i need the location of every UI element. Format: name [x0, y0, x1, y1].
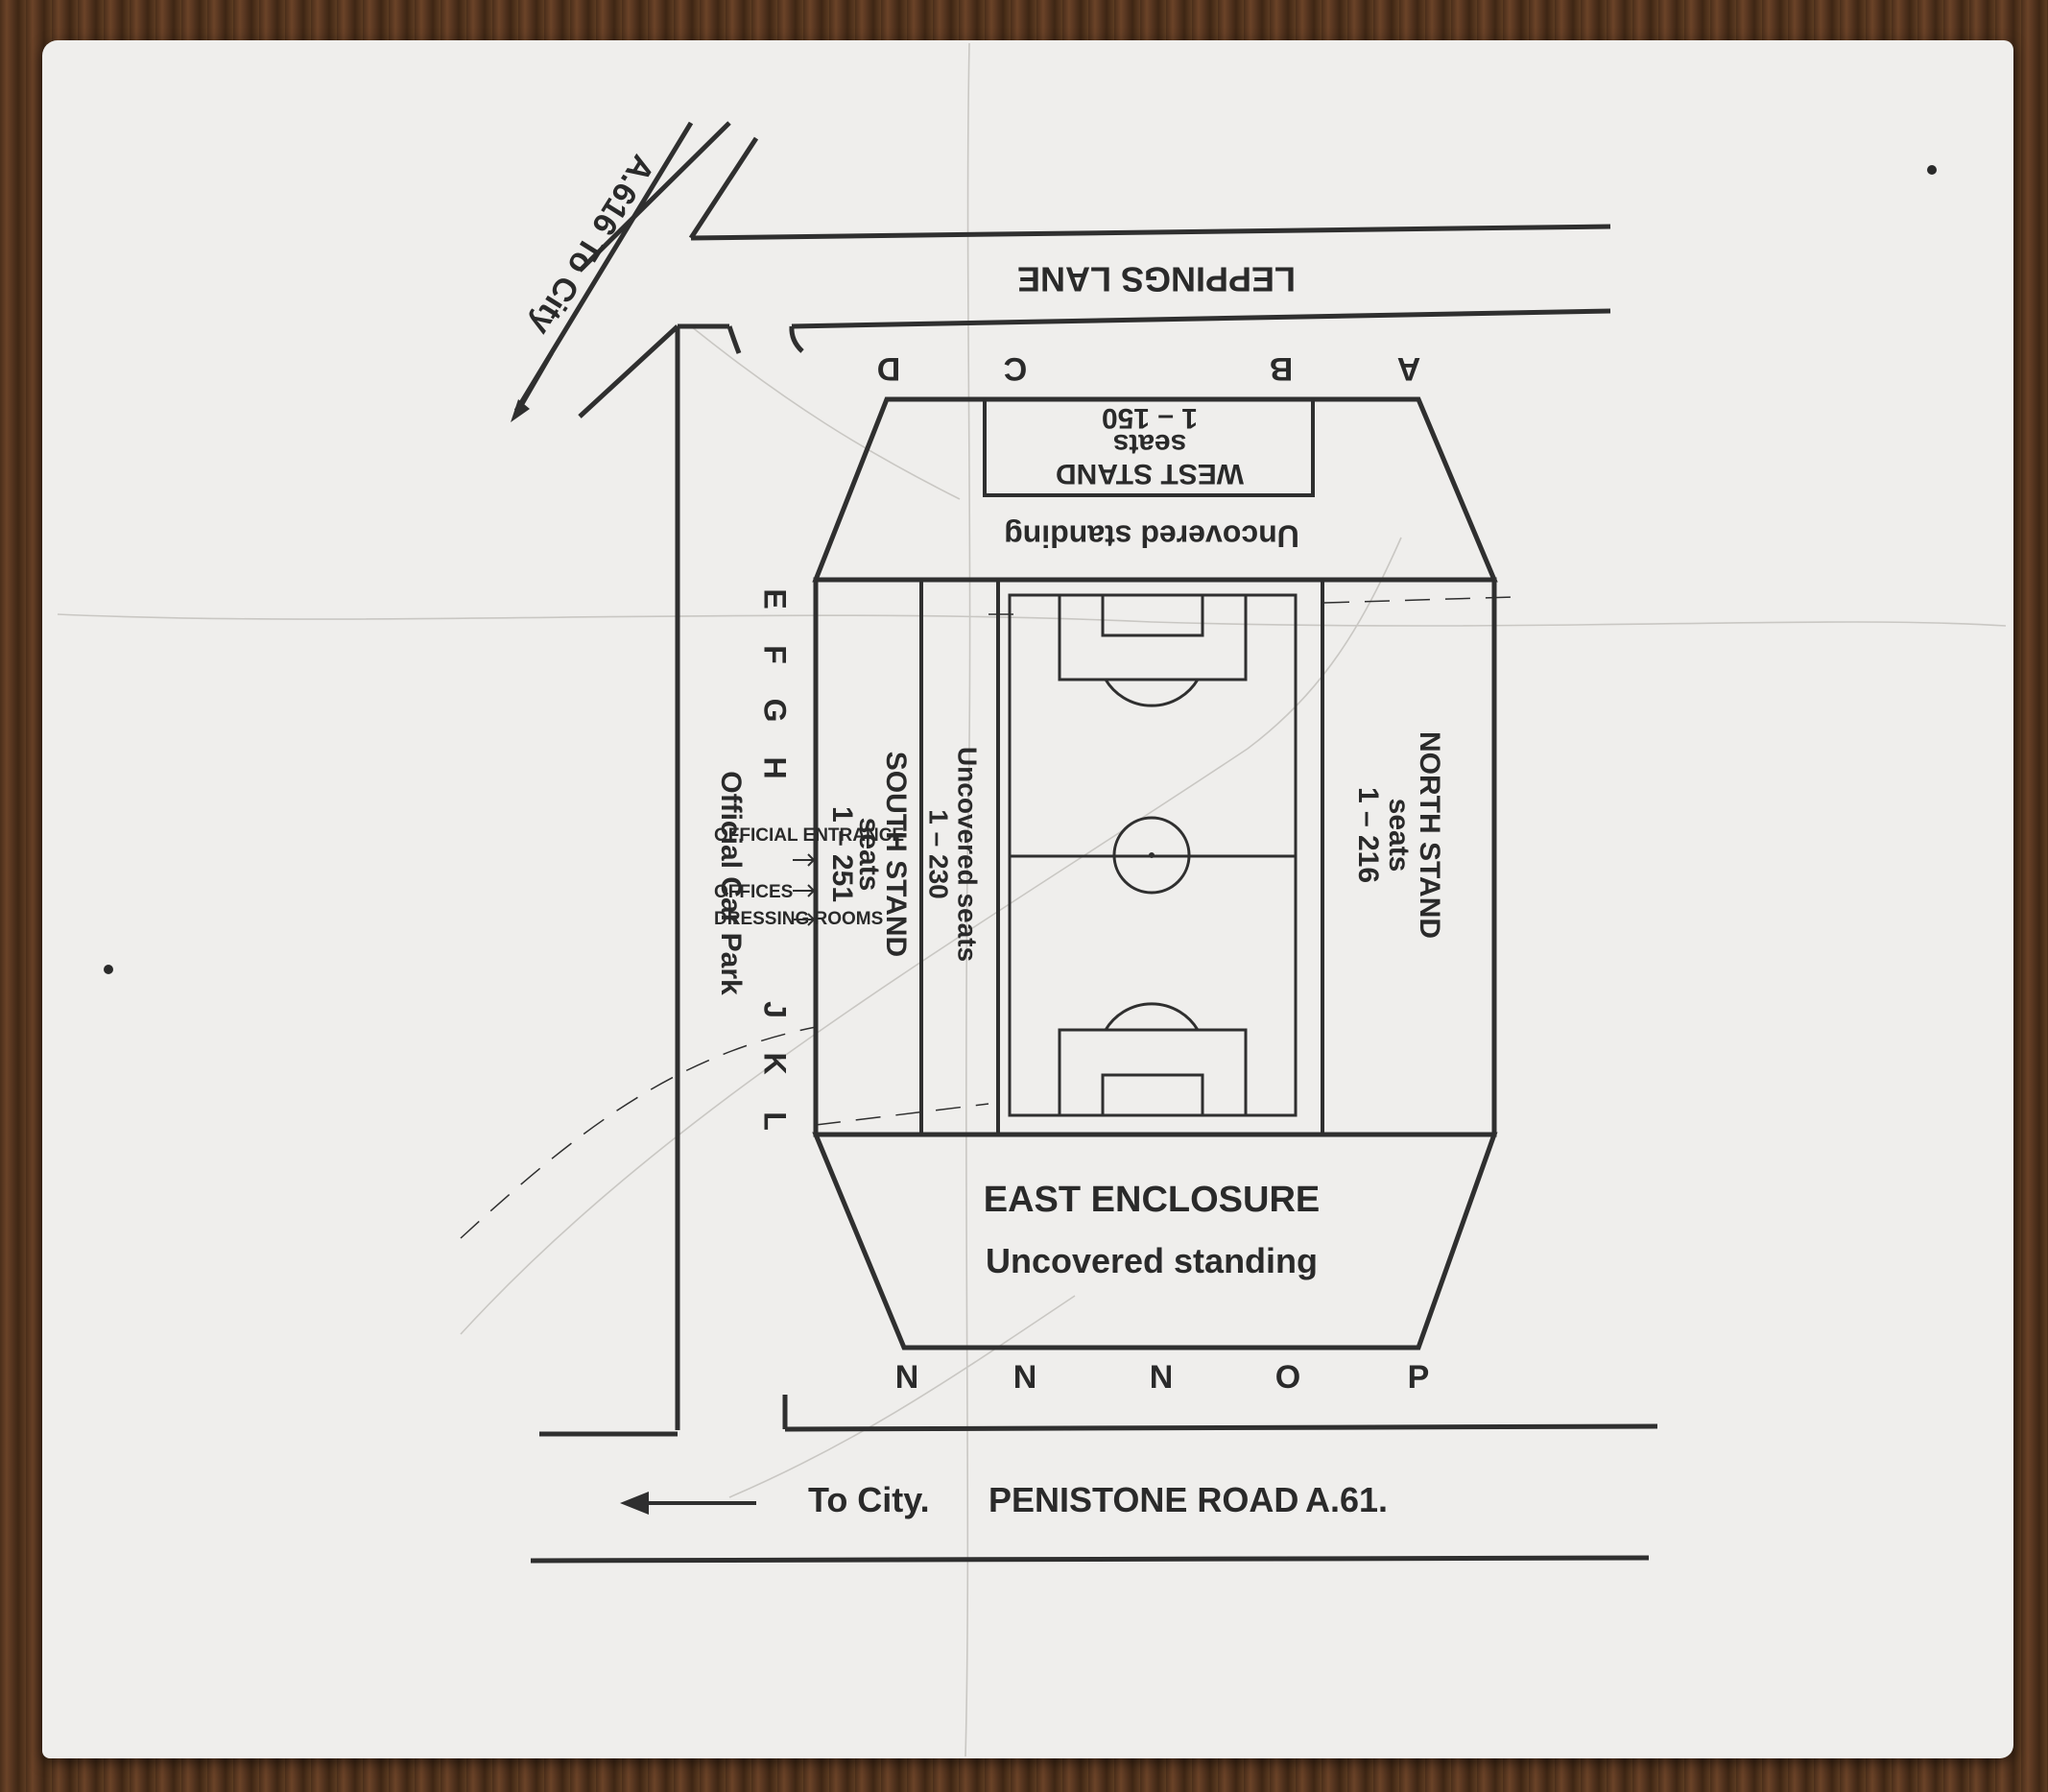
gate-e-label: E — [758, 588, 793, 609]
gate-g-label: G — [758, 699, 793, 723]
ground-map: LEPPINGS LANE A.616 To City To City. PEN… — [57, 42, 2007, 1757]
gate-o-label: O — [1275, 1359, 1300, 1396]
gate-h-label: H — [758, 756, 793, 778]
gate-n1-label: N — [895, 1359, 919, 1396]
to-city-label: To City. — [808, 1480, 930, 1519]
north-stand-seats-label: seats — [1383, 799, 1415, 872]
west-stand-seats-range: 1 – 150 — [1102, 402, 1198, 434]
gate-n3-label: N — [1150, 1359, 1174, 1396]
pin-hole-icon — [1927, 165, 1937, 175]
gate-b-label: B — [1270, 350, 1294, 387]
gate-l-label: L — [758, 1111, 793, 1131]
gate-d-label: D — [877, 350, 901, 387]
west-standing-label: Uncovered standing — [1004, 519, 1299, 554]
offices-label: OFFICES — [714, 882, 793, 902]
gate-a-label: A — [1397, 350, 1421, 387]
a616-arrow-icon — [511, 351, 554, 422]
a61-label: A.61. — [1305, 1480, 1388, 1519]
road-lines — [513, 121, 1658, 1564]
paper-creases — [57, 42, 2007, 1757]
car-park-label: Official Car Park — [715, 771, 747, 995]
uncovered-seats-name: Uncovered seats — [953, 747, 983, 962]
gate-n2-label: N — [1013, 1359, 1037, 1396]
west-stand-seats-label: seats — [1113, 428, 1187, 460]
gate-k-label: K — [758, 1052, 793, 1074]
north-stand-name: NORTH STAND — [1414, 731, 1445, 939]
south-stand-name: SOUTH STAND — [880, 752, 912, 957]
west-stand-name: WEST STAND — [1056, 458, 1244, 490]
east-enclosure-name: EAST ENCLOSURE — [984, 1180, 1320, 1220]
penistone-road-label: PENISTONE ROAD — [988, 1480, 1298, 1519]
gate-f-label: F — [758, 645, 793, 664]
ticket-card: LEPPINGS LANE A.616 To City To City. PEN… — [42, 40, 2013, 1758]
football-pitch — [1008, 593, 1298, 1117]
gate-j-label: J — [758, 1001, 793, 1018]
north-stand-seats-range: 1 – 216 — [1352, 787, 1384, 883]
uncovered-seats-range: 1 – 230 — [924, 809, 954, 898]
east-terrace-outline — [812, 1132, 1498, 1350]
gate-c-label: C — [1004, 350, 1028, 387]
facility-arrow-icons — [793, 853, 816, 926]
a616-label: A.616 To City — [522, 149, 661, 342]
south-stand-seats-label: seats — [853, 818, 885, 892]
official-entrance-label: OFFICIAL ENTRANCE — [714, 825, 904, 846]
west-stand-box — [983, 397, 1315, 497]
east-standing-label: Uncovered standing — [986, 1241, 1318, 1280]
leppings-lane-label: LEPPINGS LANE — [1017, 259, 1296, 299]
pin-hole-icon — [104, 965, 113, 974]
gate-p-label: P — [1408, 1359, 1430, 1396]
south-stand-seats-range: 1 – 251 — [826, 806, 858, 902]
to-city-arrow-icon — [620, 1492, 756, 1515]
